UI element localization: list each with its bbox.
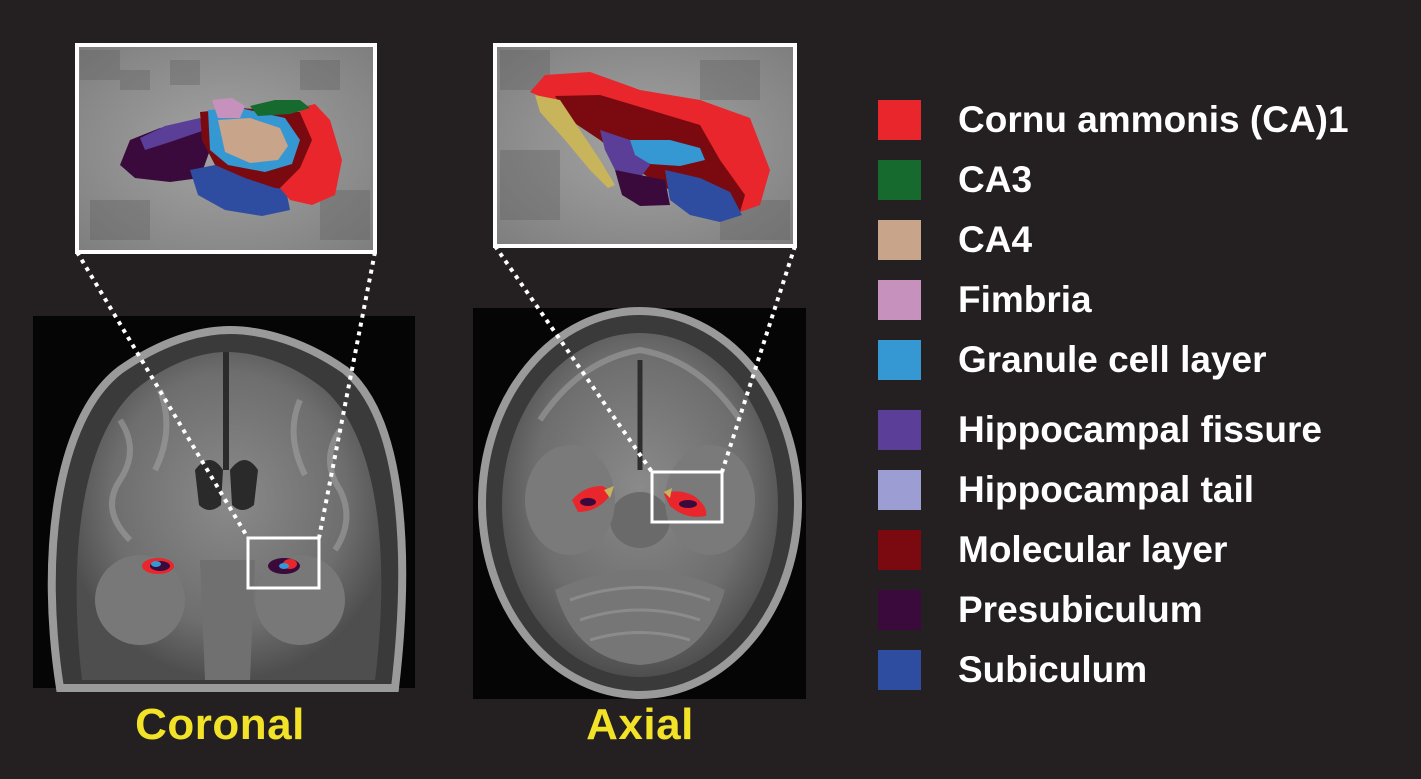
coronal-zoom-box — [246, 536, 321, 590]
axial-zoom-box — [650, 470, 724, 524]
legend-swatch-ca1 — [878, 100, 921, 140]
coronal-inset-ca3 — [250, 100, 310, 116]
legend-swatch-ca3 — [878, 160, 921, 200]
axial-inset-presubiculum — [615, 170, 670, 206]
legend-label-ca4: CA4 — [958, 219, 1033, 260]
zoom-connector-lines — [75, 244, 797, 540]
coronal-inset-ca4 — [218, 118, 288, 163]
legend-swatch-ca4 — [878, 220, 921, 260]
axial-inset-gcl — [630, 140, 705, 166]
legend-label-hippocampal-tail: Hippocampal tail — [958, 469, 1255, 510]
axial-inset-hippo-tail — [535, 95, 615, 188]
legend-label-fimbria: Fimbria — [958, 279, 1092, 320]
coronal-hippocampus-left — [142, 558, 174, 574]
legend-label-hippocampal-fissure: Hippocampal fissure — [958, 409, 1322, 450]
legend-label-subiculum: Subiculum — [958, 649, 1148, 690]
legend-label-presubiculum: Presubiculum — [958, 589, 1203, 630]
axial-hippocampus-left — [572, 486, 614, 512]
axial-zoom-inset — [493, 43, 797, 248]
legend-swatch-hippocampal-tail — [878, 470, 921, 510]
legend-swatch-granule-cell-layer — [878, 340, 921, 380]
legend-swatch-molecular-layer — [878, 530, 921, 570]
coronal-inset-fimbria — [212, 98, 245, 118]
coronal-inset-ca1 — [280, 104, 342, 205]
legend-label-molecular-layer: Molecular layer — [958, 529, 1228, 570]
coronal-zoom-inset — [75, 43, 377, 254]
legend-label-granule-cell-layer: Granule cell layer — [958, 339, 1267, 380]
coronal-inset-fissure — [140, 118, 205, 150]
axial-hippocampus-right — [664, 488, 707, 517]
coronal-hippocampus-right — [268, 558, 300, 574]
axial-inset-fissure — [600, 130, 650, 178]
axial-view-label: Axial — [586, 700, 694, 749]
legend-swatch-hippocampal-fissure — [878, 410, 921, 450]
legend-label-ca3: CA3 — [958, 159, 1033, 200]
legend-label-ca1: Cornu ammonis (CA)1 — [958, 99, 1349, 140]
legend-swatch-subiculum — [878, 650, 921, 690]
coronal-mri-panel — [33, 316, 415, 692]
legend-swatch-presubiculum — [878, 590, 921, 630]
legend-swatch-fimbria — [878, 280, 921, 320]
axial-mri-panel — [473, 307, 806, 699]
coronal-view-label: Coronal — [135, 700, 305, 749]
axial-inset-subiculum — [665, 170, 742, 222]
